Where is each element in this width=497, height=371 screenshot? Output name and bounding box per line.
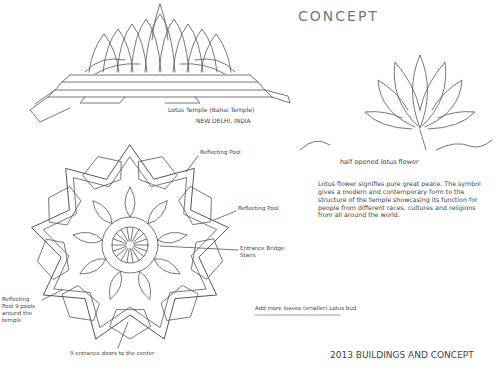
plan-outline: [43, 157, 216, 328]
plan-outline: [179, 187, 211, 225]
plan-outline: [83, 157, 121, 189]
plan-line: [133, 233, 144, 242]
location-label: NEW DELHI, INDIA: [196, 117, 286, 125]
plan-line: [127, 227, 129, 241]
plan-outline: [110, 310, 151, 339]
building-name: Lotus Temple (Bahai Temple): [168, 106, 278, 114]
plan-line: [154, 259, 180, 274]
plan-line: [93, 201, 112, 224]
plan-line: [127, 249, 129, 263]
plan-line: [121, 229, 128, 241]
plan-line: [116, 233, 127, 242]
side-note: Add more leaves (smaller) Lotus bud: [255, 305, 415, 312]
callout-label: 9 entrance doors to the center: [70, 350, 230, 357]
plan-outline: [32, 145, 229, 339]
plan-circle: [102, 217, 158, 273]
plan-line: [73, 232, 103, 243]
plan-outline: [49, 187, 81, 225]
plan-line: [80, 259, 106, 274]
leader-lines: [42, 156, 340, 348]
plan-line: [134, 245, 148, 246]
concept-note: Lotus flower signifies pure great peace.…: [318, 180, 486, 219]
plan-line: [148, 201, 167, 224]
plan-line: [131, 227, 133, 241]
sheet-heading: CONCEPT: [298, 8, 379, 26]
sheet-footer: 2013 BUILDINGS AND CONCEPT: [330, 350, 492, 361]
plan-line: [109, 271, 121, 299]
plan-line: [132, 248, 139, 260]
plan-line: [113, 239, 126, 244]
temple-elevation: [30, 4, 290, 122]
plan-line: [125, 187, 135, 217]
plan-line: [116, 248, 127, 257]
plan-line: [133, 248, 144, 257]
plan-outline: [139, 157, 177, 189]
plan-line: [138, 271, 150, 299]
plan-line: [158, 232, 188, 243]
plan-circle: [112, 227, 148, 263]
callout-label: Entrance Bridge Stairs: [240, 245, 300, 259]
plan-line: [131, 249, 133, 263]
callout-label: Reflecting Pool: [238, 205, 298, 212]
plan-line: [132, 229, 139, 241]
callout-label: Reflecting Pool 9 pools around the templ…: [2, 296, 42, 324]
plan-line: [121, 248, 128, 260]
plan-line: [134, 246, 147, 251]
plan-line: [134, 239, 147, 244]
lotus-flower-sketch: [300, 55, 492, 150]
callout-label: Reflecting Pool: [200, 149, 260, 156]
plan-line: [113, 246, 126, 251]
petal-outline: [201, 34, 231, 72]
sketch-caption: half opened lotus flower: [340, 158, 450, 166]
temple-plan: [32, 145, 229, 339]
plan-line: [112, 245, 126, 246]
